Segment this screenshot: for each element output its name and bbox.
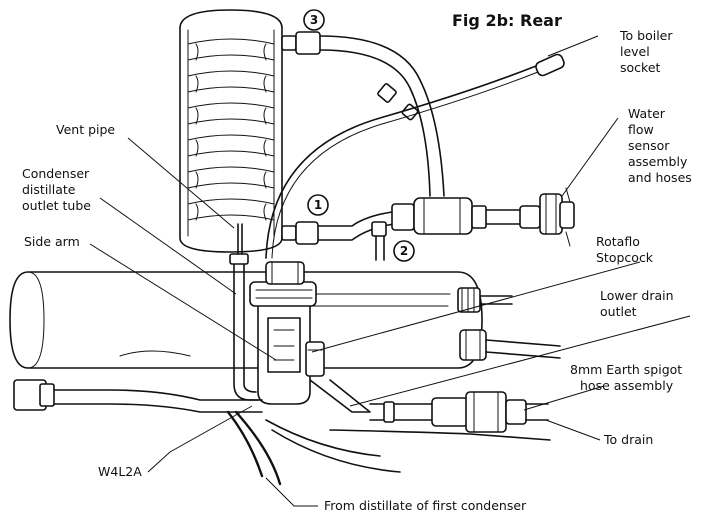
lower-hoses: [226, 410, 401, 486]
svg-text:distillate: distillate: [22, 182, 76, 197]
leader-lines: [89, 35, 691, 507]
label-earth-spigot: 8mm Earth spigot hose assembly: [570, 362, 682, 393]
svg-text:Water: Water: [628, 106, 666, 121]
svg-text:2: 2: [400, 244, 408, 258]
label-to-boiler-level-socket: To boiler level socket: [619, 28, 673, 75]
label-lower-drain-outlet: Lower drain outlet: [600, 288, 674, 319]
svg-text:Lower drain: Lower drain: [600, 288, 674, 303]
svg-text:sensor: sensor: [628, 138, 670, 153]
svg-text:Condenser: Condenser: [22, 166, 90, 181]
svg-text:1: 1: [314, 198, 322, 212]
label-from-distillate: From distillate of first condenser: [324, 498, 527, 513]
svg-text:To boiler: To boiler: [619, 28, 673, 43]
condenser-coil: [179, 9, 283, 253]
label-condenser-distillate-outlet: Condenser distillate outlet tube: [22, 166, 91, 213]
label-water-flow-sensor: Water flow sensor assembly and hoses: [628, 106, 692, 185]
svg-text:8mm Earth spigot: 8mm Earth spigot: [570, 362, 682, 377]
drain-hose-assembly: [329, 391, 551, 441]
label-vent-pipe: Vent pipe: [56, 122, 115, 137]
boiler-level-cable: [265, 53, 565, 259]
svg-text:3: 3: [310, 13, 318, 27]
svg-text:socket: socket: [620, 60, 661, 75]
svg-text:level: level: [620, 44, 650, 59]
svg-text:outlet: outlet: [600, 304, 637, 319]
figure-title: Fig 2b: Rear: [452, 11, 562, 30]
label-rotaflo-stopcock: Rotaflo Stopcock: [596, 234, 654, 265]
svg-text:hose assembly: hose assembly: [580, 378, 674, 393]
svg-text:assembly: assembly: [628, 154, 688, 169]
boiler-end-fittings: [457, 287, 561, 361]
connection-marker-2: 2: [393, 240, 415, 262]
svg-text:flow: flow: [628, 122, 654, 137]
boiler-body: [9, 271, 483, 369]
label-to-drain: To drain: [603, 432, 653, 447]
svg-text:Rotaflo: Rotaflo: [596, 234, 640, 249]
hose-connection-1: [281, 187, 575, 261]
svg-text:outlet tube: outlet tube: [22, 198, 91, 213]
svg-text:Stopcock: Stopcock: [596, 250, 654, 265]
hose-connection-3: [281, 31, 445, 197]
label-w4l2a: W4L2A: [98, 464, 142, 479]
central-assembly: [13, 223, 371, 413]
connection-marker-3: 3: [303, 9, 325, 31]
label-side-arm: Side arm: [24, 234, 80, 249]
svg-text:and hoses: and hoses: [628, 170, 692, 185]
connection-marker-1: 1: [307, 194, 329, 216]
